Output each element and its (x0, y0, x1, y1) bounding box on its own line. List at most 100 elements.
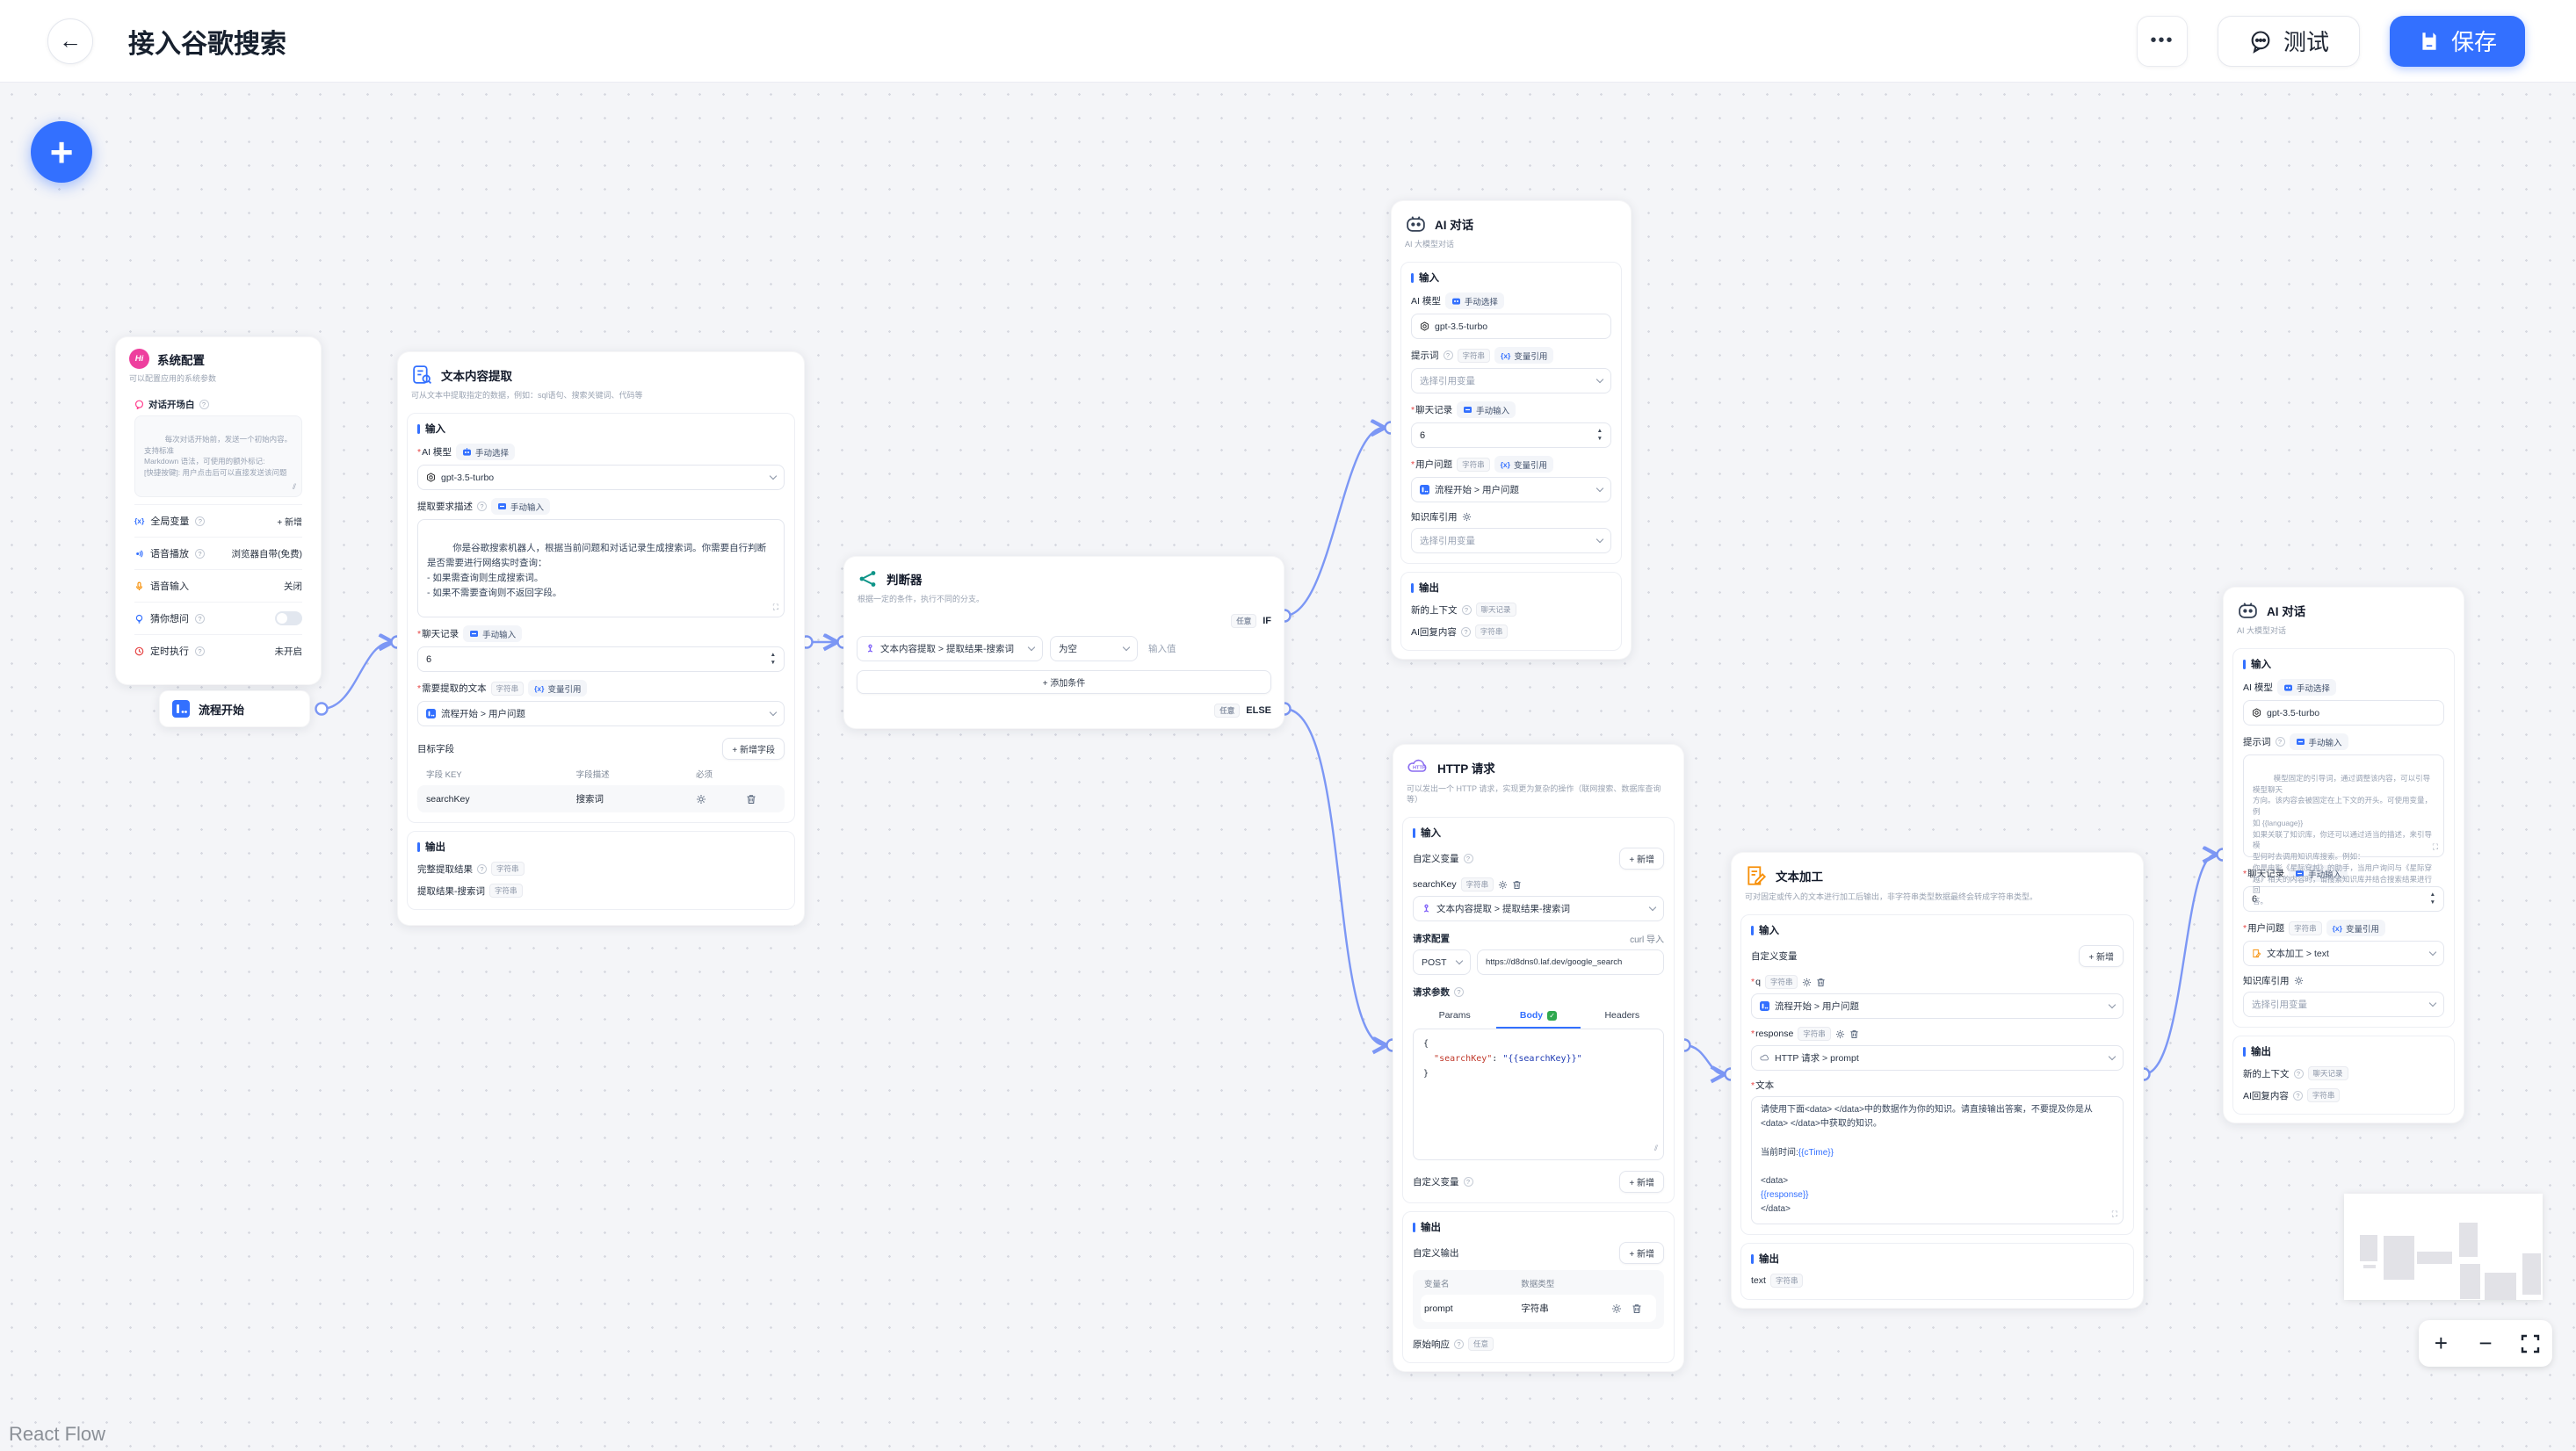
trash-icon[interactable] (1849, 1029, 1859, 1039)
test-button[interactable]: 测试 (2217, 15, 2360, 67)
gear-icon[interactable] (1802, 978, 1812, 987)
method-select[interactable]: POST (1413, 949, 1471, 976)
tab-headers[interactable]: Headers (1581, 1005, 1664, 1029)
gear-icon[interactable] (1611, 1303, 1632, 1314)
text-template-textarea[interactable]: 请使用下面<data> </data>中的数据作为你的知识。请直接输出答案，不要… (1751, 1096, 2124, 1225)
expand-icon[interactable]: ⛶ (772, 602, 778, 611)
gear-icon[interactable] (2294, 976, 2304, 985)
add-var-button[interactable]: + 新增 (2079, 945, 2124, 968)
opening-remark-input[interactable]: 每次对话开始前，发送一个初始内容。支持标准 Markdown 语法，可使用的额外… (134, 415, 302, 498)
help-icon[interactable]: ? (1461, 604, 1472, 615)
help-icon[interactable]: ? (1454, 1339, 1464, 1349)
condition-op-select[interactable]: 为空 (1050, 636, 1138, 662)
history-count-input[interactable]: 6 ▲▼ (2243, 886, 2444, 913)
zoom-out-button[interactable]: − (2478, 1330, 2493, 1356)
step-up-icon[interactable]: ▲ (2429, 892, 2435, 899)
target-field-row[interactable]: searchKey 搜索词 (417, 785, 785, 813)
node-text-edit[interactable]: 文本加工 可对固定或传入的文本进行加工后输出，非字符串类型数据最终会转成字符串类… (1731, 852, 2144, 1310)
step-down-icon[interactable]: ▼ (2429, 899, 2435, 906)
help-icon[interactable]: ? (1463, 1177, 1473, 1188)
model-select[interactable]: gpt-3.5-turbo (417, 465, 785, 491)
history-count-input[interactable]: 6 ▲▼ (1411, 422, 1611, 449)
add-var-button[interactable]: + 新增 (1619, 848, 1664, 870)
q-value-select[interactable]: 流程开始 > 用户问题 (1751, 993, 2124, 1020)
question-select[interactable]: 流程开始 > 用户问题 (1411, 477, 1611, 503)
prompt-textarea[interactable]: 模型固定的引导词，通过调整该内容，可以引导模型聊天 方向。该内容会被固定在上下文… (2243, 754, 2444, 906)
response-value-select[interactable]: HTTP 请求 > prompt (1751, 1045, 2124, 1072)
trash-icon[interactable] (1816, 978, 1826, 987)
kb-select[interactable]: 选择引用变量 (1411, 528, 1611, 554)
back-button[interactable]: ← (47, 18, 93, 64)
expand-icon[interactable]: ⛶ (2432, 841, 2438, 851)
node-http-request[interactable]: HTTP HTTP 请求 可以发出一个 HTTP 请求，实现更为复杂的操作（联网… (1393, 744, 1684, 1373)
help-icon[interactable]: ? (195, 516, 206, 526)
history-count-input[interactable]: 6 ▲▼ (417, 646, 785, 673)
step-down-icon[interactable]: ▼ (770, 659, 776, 666)
more-button[interactable]: ••• (2136, 15, 2188, 67)
gear-icon[interactable] (1835, 1029, 1845, 1039)
number-stepper[interactable]: ▲▼ (1597, 429, 1603, 442)
zoom-in-button[interactable]: + (2434, 1330, 2448, 1356)
node-flow-start[interactable]: 流程开始 (159, 690, 310, 727)
step-up-icon[interactable]: ▲ (1596, 428, 1603, 435)
node-ai-chat-right[interactable]: AI 对话 AI 大模型对话 输入 AI 模型 手动选择 gpt-3.5-tur… (2223, 587, 2464, 1124)
guess-toggle[interactable] (275, 611, 302, 626)
help-icon[interactable]: ? (199, 400, 209, 410)
node-ai-chat-top[interactable]: AI 对话 AI 大模型对话 输入 AI 模型 手动选择 gpt-3.5-tur… (1391, 200, 1632, 661)
resize-icon[interactable]: ⫽ (292, 481, 296, 491)
global-var-row[interactable]: {x} 全局变量 ? + 新增 (134, 504, 302, 537)
condition-value-input[interactable]: 输入值 (1148, 644, 1176, 655)
source-text-select[interactable]: 流程开始 > 用户问题 (417, 701, 785, 727)
url-input[interactable]: https://d8dns0.laf.dev/google_search (1477, 949, 1664, 976)
help-icon[interactable]: ? (1460, 626, 1471, 637)
flow-canvas[interactable]: + Hi 系统配置 可以配置应用的系统参数 对话开场白 ? 每次对话开始前，发送… (0, 83, 2576, 1451)
expand-icon[interactable]: ⛶ (2111, 1209, 2117, 1218)
step-up-icon[interactable]: ▲ (770, 652, 776, 659)
gear-icon[interactable] (696, 794, 746, 805)
node-content-extract[interactable]: 文本内容提取 可从文本中提取指定的数据，例如：sql语句、搜索关键词、代码等 输… (397, 351, 805, 926)
curl-import-button[interactable]: curl 导入 (1630, 935, 1664, 946)
help-icon[interactable]: ? (2275, 737, 2285, 747)
help-icon[interactable]: ? (1463, 854, 1473, 864)
help-icon[interactable]: ? (195, 646, 205, 656)
resize-icon[interactable]: ⫽ (1653, 1144, 1658, 1153)
prompt-var-select[interactable]: 选择引用变量 (1411, 368, 1611, 394)
trash-icon[interactable] (1512, 880, 1522, 890)
var-value-select[interactable]: 文本内容提取 > 提取结果-搜索词 (1413, 896, 1664, 922)
tab-body[interactable]: Body✓ (1496, 1005, 1581, 1029)
trash-icon[interactable] (746, 794, 776, 805)
node-classifier[interactable]: 判断器 根据一定的条件，执行不同的分支。 任意 IF 文本内容提取 > 提取结果… (843, 556, 1284, 730)
add-condition-button[interactable]: + 添加条件 (857, 670, 1271, 695)
add-var-button[interactable]: + 新增 (1619, 1171, 1664, 1194)
save-button[interactable]: 保存 (2389, 15, 2525, 67)
help-icon[interactable]: ? (1454, 987, 1464, 998)
model-select[interactable]: gpt-3.5-turbo (1411, 314, 1611, 340)
tab-params[interactable]: Params (1413, 1005, 1496, 1029)
json-body-editor[interactable]: { "searchKey": "{{searchKey}}" }⫽ (1413, 1029, 1664, 1161)
minimap[interactable] (2344, 1194, 2543, 1300)
condition-source-select[interactable]: 文本内容提取 > 提取结果-搜索词 (857, 636, 1043, 662)
help-icon[interactable]: ? (195, 548, 205, 559)
schedule-row[interactable]: 定时执行 ? 未开启 (134, 634, 302, 667)
add-global-var-button[interactable]: + 新增 (277, 517, 302, 528)
stt-row[interactable]: 语音输入 关闭 (134, 569, 302, 602)
gear-icon[interactable] (1462, 512, 1472, 522)
help-icon[interactable]: ? (2293, 1068, 2304, 1079)
model-select[interactable]: gpt-3.5-turbo (2243, 700, 2444, 726)
add-output-button[interactable]: + 新增 (1619, 1242, 1664, 1265)
trash-icon[interactable] (1632, 1303, 1653, 1314)
guess-row[interactable]: 猜你想问 ? (134, 602, 302, 634)
help-icon[interactable]: ? (1443, 350, 1453, 361)
help-icon[interactable]: ? (2292, 1090, 2303, 1101)
add-node-button[interactable]: + (31, 121, 92, 183)
tts-row[interactable]: 语音播放 ? 浏览器自带(免费) (134, 537, 302, 569)
number-stepper[interactable]: ▲▼ (771, 653, 776, 666)
help-icon[interactable]: ? (477, 863, 487, 874)
help-icon[interactable]: ? (477, 502, 487, 512)
add-field-button[interactable]: + 新增字段 (722, 738, 785, 761)
question-select[interactable]: 文本加工 > text (2243, 941, 2444, 967)
fit-view-button[interactable] (2513, 1326, 2548, 1361)
node-system-config[interactable]: Hi 系统配置 可以配置应用的系统参数 对话开场白 ? 每次对话开始前，发送一个… (115, 336, 322, 686)
output-row[interactable]: prompt 字符串 (1421, 1295, 1656, 1323)
help-icon[interactable]: ? (195, 613, 205, 624)
